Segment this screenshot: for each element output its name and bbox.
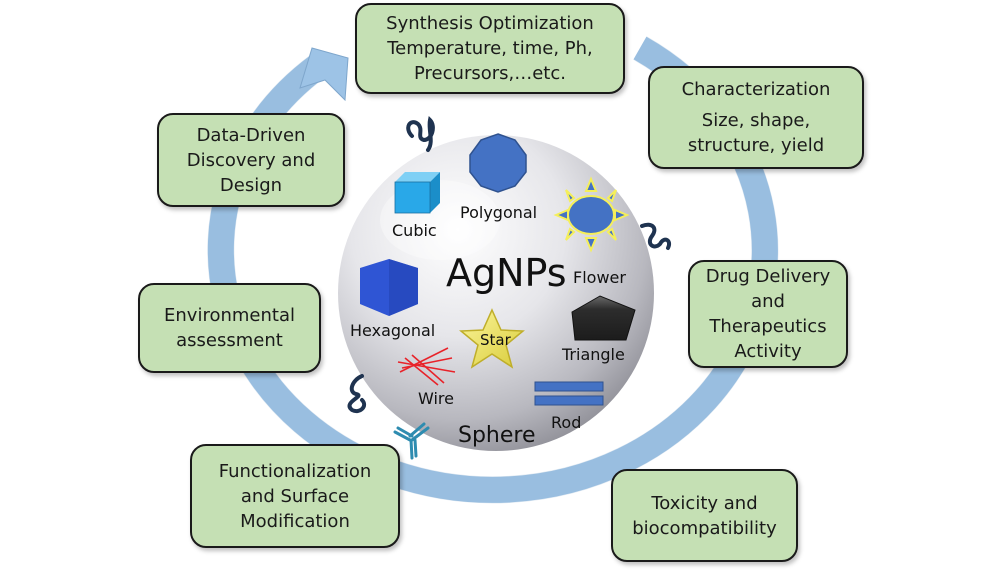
cycle-arrow-ring-edge	[207, 36, 779, 504]
sphere-label: Sphere	[458, 423, 536, 448]
shape-label-triangle: Triangle	[561, 345, 625, 364]
triangle-shape: Triangle	[561, 295, 636, 364]
shape-label-rod: Rod	[551, 413, 581, 432]
shape-label-flower: Flower	[573, 268, 626, 287]
stage-box-toxicity: Toxicity and biocompatibility	[611, 469, 798, 562]
stage-box-drug-delivery: Drug Delivery and Therapeutics Activity	[688, 260, 848, 368]
shape-label-wire: Wire	[418, 389, 454, 408]
wire-shape: Wire	[397, 347, 456, 408]
synthesis-line-3: Precursors,…etc.	[414, 63, 566, 84]
stage-box-synthesis: Synthesis Optimization Temperature, time…	[355, 3, 625, 94]
cycle-arrow-ring	[207, 36, 778, 503]
toxicity-line-2: biocompatibility	[632, 517, 777, 539]
drug-delivery-line-1: Drug Delivery	[705, 266, 831, 287]
toxicity-line-1: Toxicity and	[651, 492, 758, 514]
ligand-icon-right	[640, 222, 671, 250]
shape-label-cubic: Cubic	[392, 221, 437, 240]
synthesis-line-1: Synthesis Optimization	[386, 13, 594, 34]
stage-box-data-driven: Data-Driven Discovery and Design	[157, 113, 345, 207]
ligand-icon-top	[406, 115, 435, 152]
data-driven-line-1: Data-Driven	[196, 124, 306, 146]
star-shape: Star	[459, 308, 525, 369]
data-driven-line-3: Design	[219, 174, 283, 196]
stage-box-environmental: Environmental assessment	[138, 283, 321, 373]
functionalization-line-1: Functionalization	[218, 460, 372, 482]
shape-label-hexagonal: Hexagonal	[350, 321, 435, 340]
cycle-arrowhead	[299, 47, 349, 102]
stage-box-functionalization: Functionalization and Surface Modificati…	[190, 444, 400, 548]
antibody-icon	[393, 422, 430, 460]
shape-label-polygonal: Polygonal	[460, 203, 537, 222]
synthesis-line-2: Temperature, time, Ph,	[387, 38, 593, 59]
drug-delivery-line-2: and	[751, 291, 785, 312]
rod-shape: Rod	[534, 381, 604, 432]
shape-label-star: Star	[480, 331, 512, 349]
characterization-line-1: Size, shape,	[701, 110, 811, 131]
characterization-line-2: structure, yield	[687, 135, 825, 156]
drug-delivery-line-3: Therapeutics	[709, 316, 827, 337]
center-title: AgNPs	[446, 251, 567, 295]
drug-delivery-line-4: Activity	[734, 341, 802, 362]
polygonal-shape: Polygonal	[460, 133, 537, 222]
data-driven-line-2: Discovery and	[186, 149, 316, 171]
functionalization-line-3: Modification	[240, 510, 350, 532]
cycle-arrow	[207, 36, 779, 504]
ligand-icon-left	[347, 374, 367, 413]
environmental-line-2: assessment	[176, 330, 283, 351]
hexagonal-shape: Hexagonal	[350, 259, 435, 340]
functionalization-line-2: and Surface	[240, 485, 350, 507]
stage-box-characterization: Characterization Size, shape, structure,…	[648, 66, 864, 169]
characterization-heading: Characterization	[681, 79, 831, 100]
environmental-line-1: Environmental	[164, 305, 295, 326]
flower-shape	[553, 176, 630, 253]
cubic-shape: Cubic	[392, 172, 440, 240]
